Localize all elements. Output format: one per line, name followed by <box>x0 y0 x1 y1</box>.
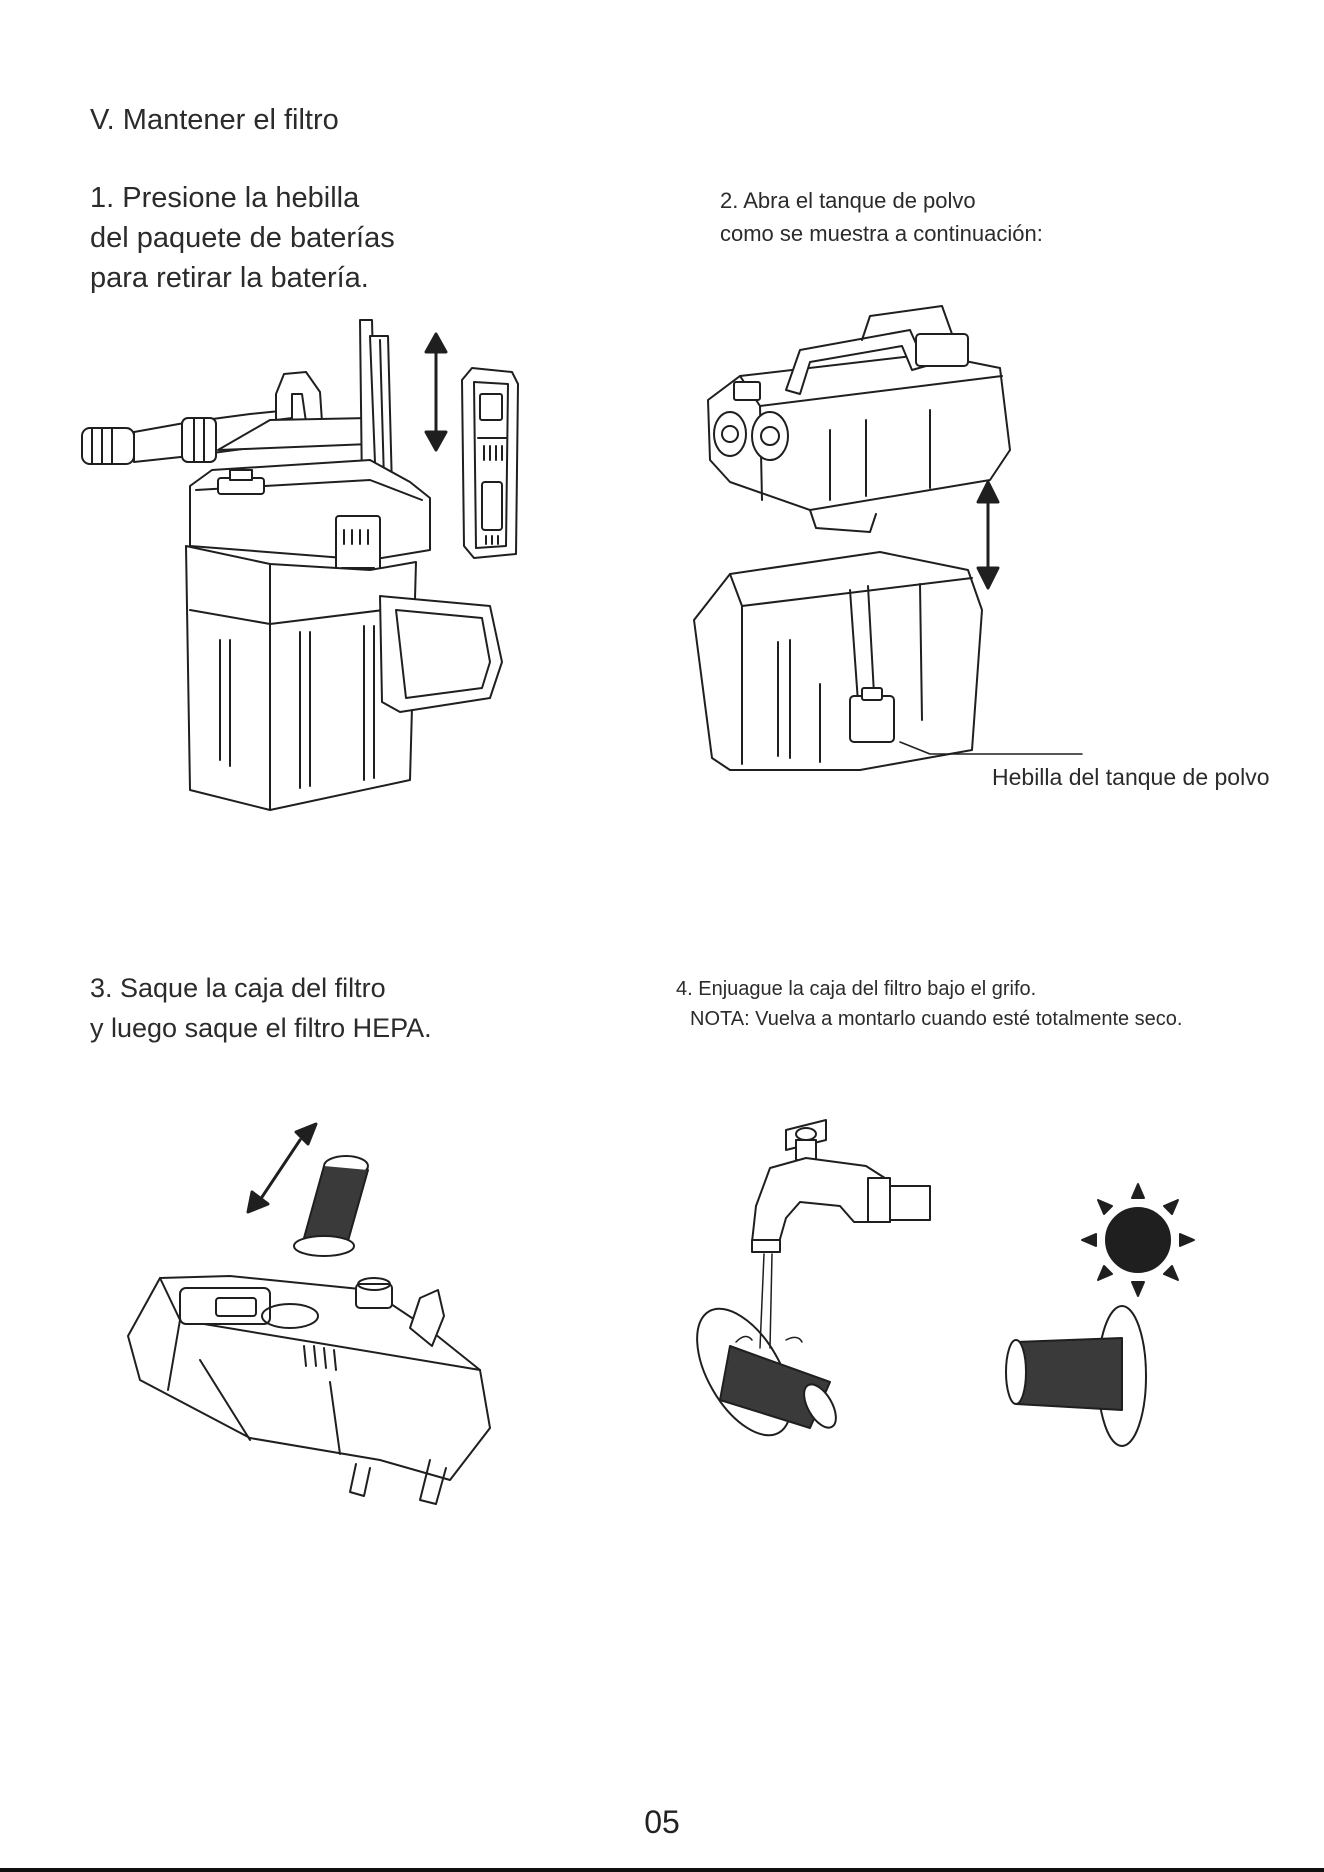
hepa-filter-icon <box>294 1156 368 1256</box>
step-3-line: y luego saque el filtro HEPA. <box>90 1013 432 1043</box>
arrow-diagonal-icon <box>248 1124 316 1212</box>
battery-pack <box>462 368 518 558</box>
step-1-line: para retirar la batería. <box>90 262 369 294</box>
motor-head <box>708 306 1010 532</box>
hose-nozzle <box>82 410 290 464</box>
arrow-up-down-icon <box>426 334 446 450</box>
bottom-rule <box>0 1868 1324 1872</box>
rinse-dry-illustration <box>690 1110 1210 1460</box>
step-2-instruction: 2. Abra el tanque de polvo como se muest… <box>720 184 1043 250</box>
sun-icon <box>1082 1184 1194 1296</box>
step-2-line: como se muestra a continuación: <box>720 221 1043 246</box>
step-1-instruction: 1. Presione la hebilla del paquete de ba… <box>90 178 395 298</box>
hepa-filter-icon <box>1006 1306 1146 1446</box>
page-number: 05 <box>644 1804 680 1840</box>
step-2-line: 2. Abra el tanque de polvo <box>720 188 976 213</box>
step-4-line: 4. Enjuague la caja del filtro bajo el g… <box>676 978 1037 1000</box>
faucet-icon <box>752 1120 930 1252</box>
step-3-instruction: 3. Saque la caja del filtro y luego saqu… <box>90 968 432 1048</box>
step-4-note: NOTA: Vuelva a montarlo cuando esté tota… <box>690 1008 1183 1030</box>
step-1-line: 1. Presione la hebilla <box>90 182 360 214</box>
step-1-line: del paquete de baterías <box>90 222 395 254</box>
vacuum-battery-illustration <box>70 310 530 820</box>
arrow-up-down-icon <box>978 482 998 588</box>
section-title: V. Mantener el filtro <box>90 104 339 136</box>
dust-tank-illustration <box>690 310 1310 810</box>
step-4-instruction: 4. Enjuague la caja del filtro bajo el g… <box>676 974 1182 1034</box>
step-3-line: 3. Saque la caja del filtro <box>90 973 386 1003</box>
dust-tank-buckle-label: Hebilla del tanque de polvo <box>992 764 1270 790</box>
hepa-filter-icon <box>678 1293 843 1450</box>
dust-tank <box>694 552 1082 770</box>
filter-box-illustration <box>120 1120 520 1540</box>
